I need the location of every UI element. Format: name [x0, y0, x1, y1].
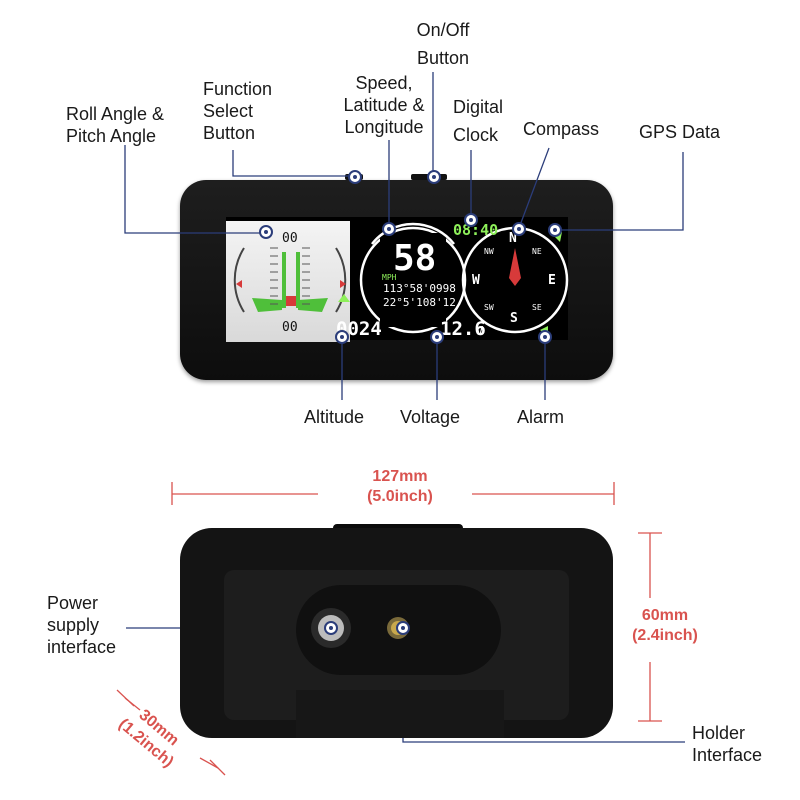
label-gps-data: GPS Data: [639, 122, 721, 142]
latitude-value: 22°5'108'12: [383, 296, 456, 309]
label-compass: Compass: [523, 119, 600, 139]
speed-marker: [382, 222, 396, 236]
compass-w: W: [472, 273, 480, 288]
roll-angle-top: 00: [282, 231, 298, 246]
pitch-angle-bottom: 00: [282, 320, 298, 335]
label-alarm: Alarm: [517, 407, 565, 427]
dimension-width: 127mm (5.0inch): [367, 468, 433, 505]
holder-interface-marker: [396, 621, 410, 635]
voltage-value: 12.6: [440, 318, 486, 340]
voltage-marker: [430, 330, 444, 344]
back-foot: [296, 690, 504, 738]
longitude-value: 113°58'0998: [383, 282, 456, 295]
label-holder-interface: Holder Interface: [692, 723, 763, 765]
inclinometer-panel: [226, 221, 350, 342]
compass-e: E: [548, 273, 556, 288]
power-supply-marker: [324, 621, 338, 635]
clock-marker: [464, 213, 478, 227]
compass-marker: [512, 222, 526, 236]
label-voltage: Voltage: [400, 407, 461, 427]
label-power-supply: Power supply interface: [47, 593, 117, 657]
speed-value: 58: [393, 238, 437, 279]
clock-value: 08:40: [453, 221, 499, 239]
compass-sw: SW: [484, 303, 494, 312]
alarm-marker: [538, 330, 552, 344]
label-altitude: Altitude: [304, 407, 365, 427]
label-roll-pitch: Roll Angle & Pitch Angle: [66, 104, 165, 146]
dimension-height: 60mm (2.4inch): [632, 607, 698, 644]
speed-unit: MPH: [382, 273, 397, 282]
roll-pitch-marker: [259, 225, 273, 239]
label-speed-lat-long: Speed, Latitude & Longitude: [343, 73, 425, 137]
label-digital-clock: Digital Clock: [453, 97, 504, 145]
compass-n: N: [509, 231, 517, 246]
voltage-unit: V: [476, 324, 484, 338]
compass-s: S: [510, 311, 518, 326]
label-function-select: Function Select Button: [203, 79, 273, 143]
on-off-marker: [427, 170, 441, 184]
compass-ne: NE: [532, 247, 542, 256]
gps-marker: [548, 223, 562, 237]
compass-se: SE: [532, 303, 542, 312]
altitude-marker: [335, 330, 349, 344]
label-on-off-button: On/Off Button: [416, 20, 470, 68]
function-button-marker: [348, 170, 362, 184]
compass-nw: NW: [484, 247, 494, 256]
